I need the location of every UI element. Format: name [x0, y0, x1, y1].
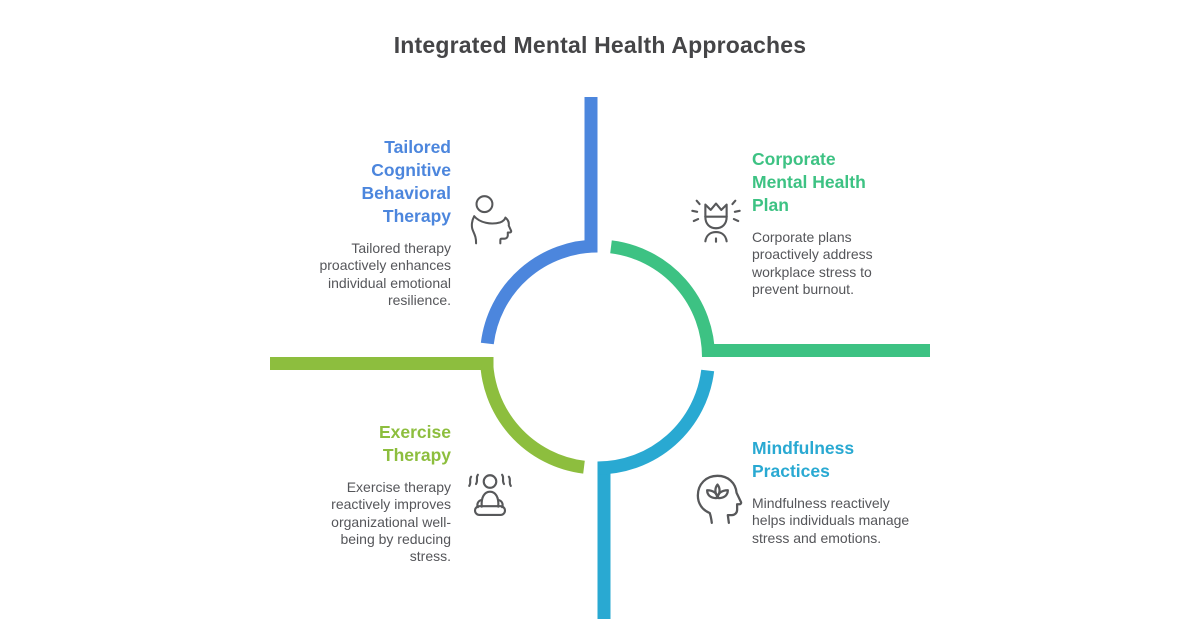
- quadrant-description: Corporate plans proactively address work…: [752, 229, 873, 297]
- mindful-head-icon: [696, 474, 743, 524]
- blue-arc: [480, 239, 598, 345]
- quadrant-tailored-cbt: Tailored Cognitive Behavioral Therapy Ta…: [221, 136, 451, 309]
- open-mind-icon: [470, 195, 513, 245]
- cyan-arc: [597, 369, 715, 475]
- quadrant-description: Mindfulness reactively helps individuals…: [752, 495, 910, 546]
- quadrant-heading: Exercise Therapy: [378, 422, 451, 465]
- page-title: Integrated Mental Health Approaches: [393, 32, 807, 58]
- olive-arc: [480, 356, 585, 474]
- quadrant-heading: Tailored Cognitive Behavioral Therapy: [361, 137, 451, 226]
- quadrant-mindfulness: Mindfulness Practices Mindfulness reacti…: [752, 437, 982, 547]
- quadrant-corporate-plan: Corporate Mental Health Plan Corporate p…: [752, 148, 982, 298]
- quadrant-heading: Mindfulness Practices: [752, 438, 855, 481]
- meditation-icon: [468, 473, 512, 516]
- quadrant-heading: Corporate Mental Health Plan: [752, 149, 866, 215]
- blooming-flower-icon: [691, 199, 741, 243]
- quadrant-exercise-therapy: Exercise Therapy Exercise therapy reacti…: [221, 421, 451, 565]
- green-arc: [610, 240, 715, 358]
- quadrant-description: Exercise therapy reactively improves org…: [331, 479, 451, 565]
- quadrant-description: Tailored therapy proactively enhances in…: [319, 240, 451, 308]
